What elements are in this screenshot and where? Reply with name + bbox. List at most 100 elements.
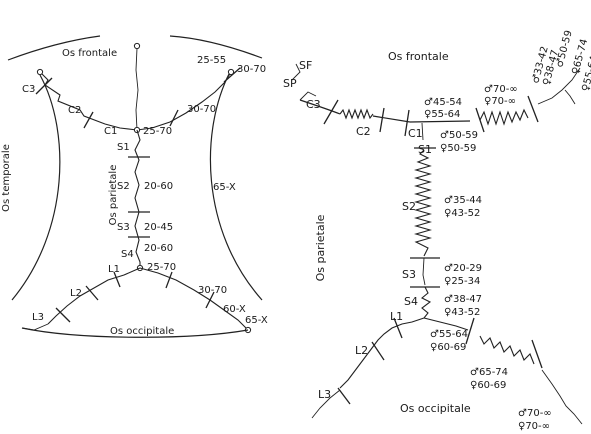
right-corner-sp-line — [299, 91, 317, 101]
left-seg-c1: C1 — [104, 126, 117, 137]
right-age-l1-male: ♂55-64 — [430, 329, 468, 340]
left-age-lambdoid-end: 65-X — [245, 315, 268, 326]
right-label-sp: SP — [283, 77, 297, 90]
left-outline-bottom — [21, 327, 249, 338]
left-label-os-temporale: Os temporale — [1, 144, 12, 212]
right-tick-l-right-1 — [465, 317, 475, 345]
left-tick-lambdoid-2 — [205, 291, 215, 309]
right-seg-l3: L3 — [318, 388, 331, 401]
right-lambdoid-left — [339, 317, 425, 389]
left-age-bregma: 25-70 — [143, 126, 172, 137]
left-age-temporal-side: 65-X — [213, 182, 236, 193]
right-tick-c2 — [379, 107, 385, 133]
left-age-s3: 20-45 — [144, 222, 173, 233]
left-tick-coronal-right — [169, 109, 179, 127]
right-age-s1-female: ♀50-59 — [440, 143, 476, 154]
left-age-s2: 20-60 — [144, 181, 173, 192]
right-lambdoid-right-1 — [423, 317, 469, 331]
right-seg-c1: C1 — [408, 127, 423, 140]
right-label-os-parietale: Os parietale — [314, 214, 327, 281]
left-age-lambda: 25-70 — [147, 262, 176, 273]
right-skull-diagram: SF SP Os frontal — [283, 29, 591, 432]
left-label-os-parietale: Os parietale — [108, 165, 119, 226]
right-tick-l3 — [337, 387, 351, 405]
right-seg-c3: C3 — [306, 98, 321, 111]
left-seg-c2: C2 — [68, 105, 81, 116]
right-age-l2-male: ♂65-74 — [470, 367, 508, 378]
right-corner-sf-line — [291, 63, 301, 81]
right-age-c-female: ♀55-64 — [424, 109, 460, 120]
right-sagittal-s3-line — [422, 257, 426, 286]
right-tick-l1 — [393, 317, 403, 339]
left-tick-lambdoid-1 — [165, 271, 173, 289]
right-sagittal-zigzag-s2 — [413, 149, 433, 257]
left-outline-top-left — [7, 35, 101, 61]
left-seg-l3: L3 — [32, 312, 44, 323]
left-age-top-right-1: 25-55 — [197, 55, 226, 66]
right-age-l1-female: ♀60-69 — [430, 342, 466, 353]
right-coronal-zigzag-c2 — [339, 108, 374, 120]
left-node-c3 — [36, 68, 44, 76]
right-age-s2-female: ♀43-52 — [444, 208, 480, 219]
right-tick-l2 — [371, 341, 385, 361]
left-seg-s1: S1 — [117, 142, 130, 153]
right-coronal-left-start — [299, 99, 341, 115]
right-coronal-right-line — [409, 120, 471, 123]
right-coronal-zigzag-right — [479, 108, 529, 126]
right-age-l2-female: ♀60-69 — [470, 380, 506, 391]
right-label-sf: SF — [299, 59, 312, 72]
left-node-top — [133, 42, 141, 50]
right-age-tr3-female: ♀55-64 — [580, 55, 591, 93]
right-seg-s1: S1 — [418, 143, 432, 156]
left-seg-l1: L1 — [108, 264, 120, 275]
right-age-s2-male: ♂35-44 — [444, 195, 482, 206]
right-age-l3-female: ♀70-∞ — [518, 421, 550, 432]
right-tick-coronal-far — [527, 95, 539, 123]
left-seg-l2: L2 — [70, 288, 82, 299]
left-label-os-frontale: Os frontale — [62, 48, 117, 59]
left-age-s4: 20-60 — [144, 243, 173, 254]
right-seg-s3: S3 — [402, 268, 416, 281]
left-tick-l2 — [85, 285, 99, 301]
right-age-s4-male: ♂38-47 — [444, 294, 482, 305]
right-age-cr-male: ♂70-∞ — [484, 84, 518, 95]
right-coronal-c1-line — [372, 115, 411, 123]
left-age-lambdoid-mid: 60-X — [223, 304, 246, 315]
right-label-os-occipitale: Os occipitale — [400, 402, 471, 415]
left-seg-s4: S4 — [121, 249, 134, 260]
left-node-coronal-right — [227, 68, 235, 76]
right-age-cr-female: ♀70-∞ — [484, 96, 516, 107]
right-tick-c1 — [404, 109, 410, 137]
left-label-os-occipitale: Os occipitale — [110, 326, 174, 337]
right-seg-l2: L2 — [355, 344, 368, 357]
left-metopic-line — [135, 47, 139, 131]
left-coronal-suture-left — [39, 71, 138, 131]
left-lambdoid-suture-left — [47, 267, 141, 325]
left-tick-c3 — [35, 77, 53, 95]
left-seg-s3: S3 — [117, 222, 130, 233]
left-tick-c2 — [83, 111, 94, 129]
left-outline-top-right — [169, 35, 263, 59]
right-age-c-male: ♂45-54 — [424, 97, 462, 108]
right-age-s3-female: ♀25-34 — [444, 276, 480, 287]
left-seg-c3: C3 — [22, 84, 35, 95]
left-tick-l3 — [55, 307, 71, 323]
right-tick-c3 — [323, 99, 339, 125]
left-age-coronal-right: 30-70 — [187, 104, 216, 115]
right-seg-c2: C2 — [356, 125, 371, 138]
right-lambdoid-left-end — [311, 389, 341, 419]
left-tick-coronal-end — [223, 67, 241, 83]
right-age-s4-female: ♀43-52 — [444, 307, 480, 318]
right-coronal-top-end — [537, 67, 581, 105]
left-skull-diagram: Os frontale Os temporale Os parietale Os… — [1, 35, 268, 338]
left-age-top-right-2: 30-70 — [237, 64, 266, 75]
right-seg-s4: S4 — [404, 295, 418, 308]
right-age-s1-male: ♂50-59 — [440, 130, 478, 141]
left-tick-l1 — [113, 271, 121, 288]
left-age-lambdoid-right: 30-70 — [198, 285, 227, 296]
right-tick-l-right-2 — [531, 339, 543, 369]
right-seg-s2: S2 — [402, 200, 416, 213]
left-temporal-border — [11, 74, 61, 301]
right-coronal-branch — [564, 89, 576, 105]
